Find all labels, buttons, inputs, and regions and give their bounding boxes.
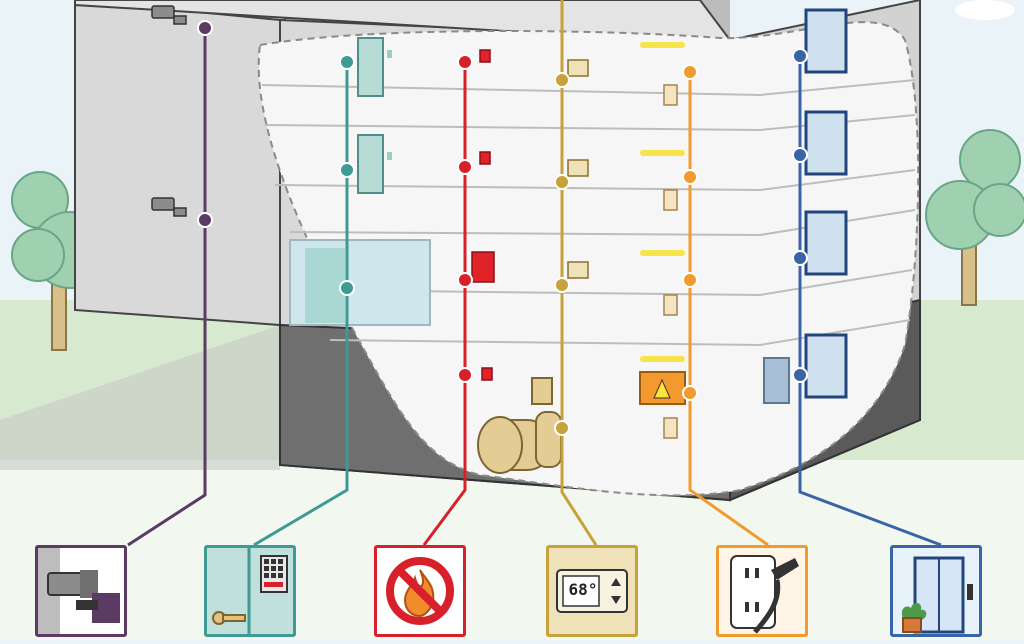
power-line — [688, 72, 769, 547]
elevator-icon — [893, 548, 979, 634]
cloud — [955, 0, 1015, 20]
hvac-line — [560, 0, 598, 546]
fire-line — [422, 62, 467, 546]
security-line — [127, 28, 207, 547]
fire-alarm-tile — [374, 545, 466, 637]
door-keypad-tile — [204, 545, 296, 637]
cutaway-interior — [151, 5, 920, 497]
power-outlet-tile — [716, 545, 808, 637]
boiler-tank — [477, 377, 562, 474]
thermostat-tile: 68° — [546, 545, 638, 637]
security-camera-icon — [38, 548, 124, 634]
ground-fade — [0, 460, 1024, 640]
thermostat-icon — [549, 548, 635, 634]
pavement-shadow — [0, 325, 280, 470]
no-fire-icon — [377, 548, 463, 634]
elevator-tile — [890, 545, 982, 637]
security-camera-tile — [35, 545, 127, 637]
elevator-line — [798, 56, 942, 547]
power-outlet-plug-icon — [719, 548, 805, 634]
door-keypad-icon — [207, 548, 293, 634]
tree-right — [925, 129, 1024, 306]
thermostat-reading: 68° — [568, 580, 598, 599]
camera-fixture — [151, 5, 187, 217]
access-line — [253, 62, 349, 547]
